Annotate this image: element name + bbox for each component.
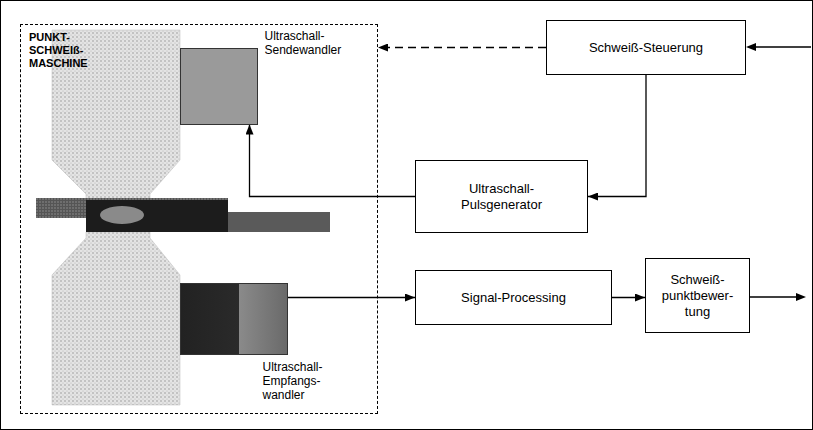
signal-connector: [588, 75, 646, 197]
process-box: Schweiß- punktbewer- tung: [645, 258, 750, 333]
process-box: Signal-Processing: [415, 270, 612, 325]
process-box: Ultraschall- Pulsgenerator: [415, 160, 588, 233]
input-arrowhead: [746, 43, 756, 51]
transmitter-transducer: Ultraschall- Sendewandler: [180, 48, 258, 125]
output-arrowhead: [796, 293, 806, 301]
box-text: Ultraschall- Pulsgenerator: [450, 181, 554, 213]
control-connector: [378, 47, 546, 48]
sheet-overlap: [86, 200, 228, 232]
weld-nugget: [100, 206, 144, 224]
machine-region: PUNKT- SCHWEIß- MASCHINE Ultraschall- Sen…: [20, 24, 378, 414]
box-text: Schweiß-Steuerung: [589, 40, 703, 56]
node-label: Ultraschall- Empfangs- wandler: [263, 360, 347, 402]
signal-connector: [250, 125, 416, 197]
signal-connector: [612, 297, 645, 298]
node-label: PUNKT- SCHWEIß- MASCHINE: [29, 31, 107, 70]
signal-connector: [288, 297, 416, 298]
node-label: Ultraschall- Sendewandler: [265, 29, 365, 57]
box-text: Signal-Processing: [461, 290, 566, 306]
input-line: [754, 46, 811, 47]
receiver-transducer: Ultraschall- Empfangs- wandler: [180, 283, 288, 355]
lower-electrode: [52, 232, 180, 405]
output-line: [750, 296, 798, 297]
box-text: Schweiß- punktbewer- tung: [656, 272, 740, 320]
process-box: Schweiß-Steuerung: [546, 20, 746, 75]
